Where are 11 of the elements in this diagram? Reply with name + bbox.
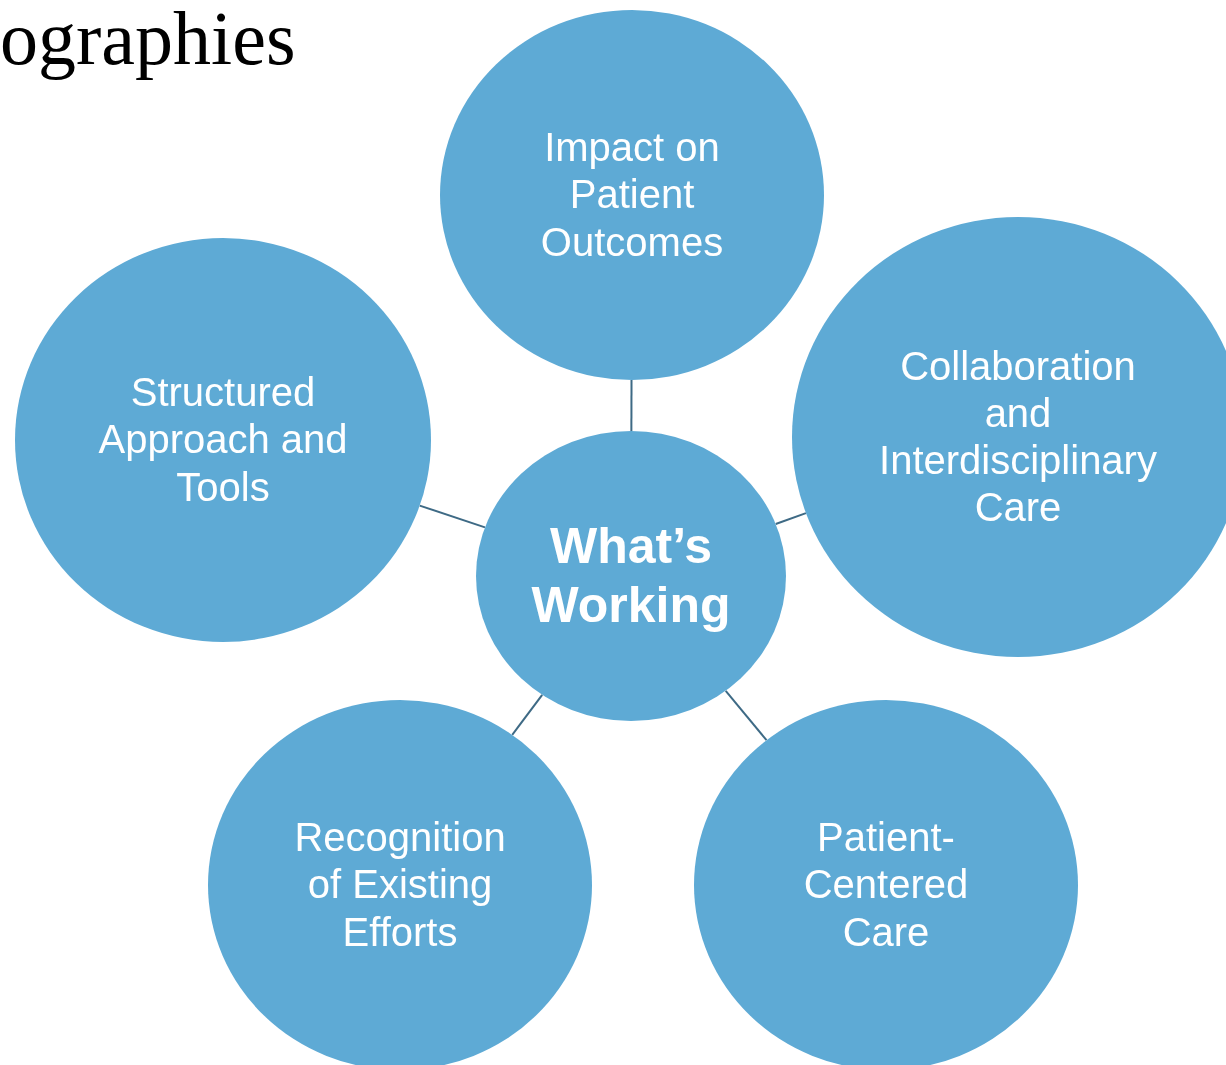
topic-label: Structured Approach and Tools <box>97 369 349 511</box>
topic-label: Impact on Patient Outcomes <box>539 124 725 266</box>
center-label: What’s Working <box>530 517 732 635</box>
topic-label: Recognition of Existing Efforts <box>293 814 507 956</box>
connector-line <box>774 512 807 526</box>
connector-line <box>630 379 633 432</box>
topic-label: Collaboration and Interdisciplinary Care <box>878 342 1158 532</box>
connector-line <box>418 504 486 529</box>
topic-label: Patient-Centered Care <box>802 814 970 956</box>
connector-line <box>724 689 768 742</box>
connector-line <box>511 693 544 736</box>
